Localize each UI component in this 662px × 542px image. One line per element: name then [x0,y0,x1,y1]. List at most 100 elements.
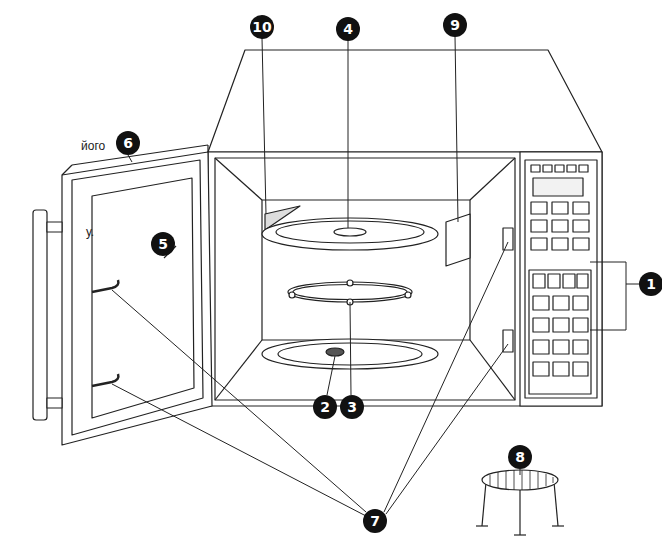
door-top-edge [207,145,208,152]
latch-slot [503,228,513,250]
rack-foot [514,534,526,535]
callout-number-text: 1 [639,272,662,296]
leader-line [520,469,521,475]
callout-number: 6 [116,131,140,155]
text-fragment: у. [86,225,94,239]
callout-number-text: 10 [250,15,274,39]
door-handle [33,210,47,420]
leader-line [112,384,366,516]
panel-icon [567,165,576,172]
leader-line [384,242,508,512]
callout-circle [363,509,387,533]
callout-circle [151,232,175,256]
callout-circle [250,15,274,39]
roller-wheel [347,280,353,286]
key [533,296,549,310]
door-frame-inner [72,160,203,435]
cavity-back [262,200,470,340]
panel-icon [531,165,540,172]
callout-number: 5 [151,232,175,256]
key [553,340,569,354]
panel-icon [555,165,564,172]
leader-line [590,330,626,331]
callout-circle [340,395,364,419]
callout-number: 10 [250,15,274,39]
leader-line [128,155,132,162]
leader-line [348,40,349,228]
key [573,340,588,354]
callout-number: 4 [336,17,360,41]
roller-wheel [289,292,295,298]
door-hook [92,280,118,292]
leader-line [626,284,640,285]
door-glass [92,178,194,418]
key [533,318,549,332]
handle-bracket [47,398,62,408]
text-fragment: його [81,139,105,153]
callout-number: 1 [639,272,662,296]
leader-line [350,302,351,395]
handle-bracket [47,222,62,232]
cavity-opening [215,158,515,400]
cavity-edge [470,158,515,200]
key [553,318,569,332]
panel-button [573,202,589,214]
roller-ring [293,285,407,300]
key [573,318,588,332]
rack-leg [519,490,520,535]
key [563,274,575,288]
door-hook [92,374,118,386]
control-panel-inner [525,160,597,398]
callout-number: 9 [443,13,467,37]
key [577,274,588,288]
panel-button [531,220,547,232]
panel-button [531,238,547,250]
rack-foot [476,525,488,526]
rack-grid [490,470,553,490]
glass-tray [262,218,438,250]
oven-front [208,152,602,406]
callout-number-text: 7 [363,509,387,533]
panel-icon [543,165,552,172]
key [573,362,588,376]
leader-line [262,38,266,214]
leader-line [455,36,458,222]
callout-number: 3 [340,395,364,419]
key [573,296,588,310]
keypad [529,270,591,394]
leader-line [626,262,627,330]
callout-number-text: 9 [443,13,467,37]
glass-tray-center [334,228,366,236]
callout-number-text: 3 [340,395,364,419]
callout-circle [116,131,140,155]
cavity-edge [215,158,262,200]
panel-button [552,202,568,214]
panel-icon [579,165,588,172]
key [533,340,549,354]
panel-button [573,238,589,250]
panel-button [531,202,547,214]
key [553,296,569,310]
door-top-edge [62,165,72,175]
callout-number-text: 5 [151,232,175,256]
display [533,178,583,196]
rack-top [482,470,558,490]
leader-lines [112,36,640,516]
key [548,274,560,288]
callout-circle [336,17,360,41]
key [533,274,545,288]
panel-button [552,220,568,232]
callout-number: 2 [313,395,337,419]
key [553,362,569,376]
leader-line [327,356,335,395]
oven-top [208,50,602,152]
leader-line [386,344,508,514]
coupler [326,348,344,356]
callout-circle [313,395,337,419]
door-frame [62,152,212,445]
control-panel [520,152,602,406]
callout-number-text: 8 [508,445,532,469]
panel-button [552,238,568,250]
